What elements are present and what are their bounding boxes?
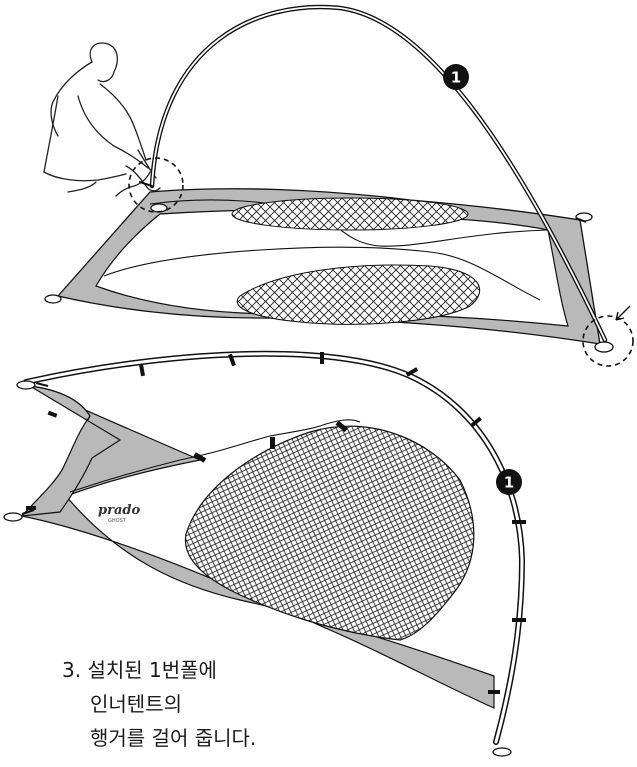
person-figure [44, 43, 160, 196]
tent-floor [45, 189, 613, 352]
brand-logo: prado [98, 503, 140, 518]
step-number: 3. [62, 658, 81, 682]
mesh-panel [185, 426, 473, 640]
svg-text:1: 1 [504, 474, 514, 492]
corner-grommet [17, 381, 35, 389]
mat-pattern-upper [232, 198, 468, 230]
corner-grommet [151, 204, 167, 212]
brand-sub-label: GHOST [108, 518, 127, 524]
svg-text:1: 1 [451, 69, 461, 87]
pole-number-badge-bottom: 1 [496, 469, 522, 495]
arrow-icon [616, 306, 630, 320]
caption-text-1: 설치된 1번폴에 [87, 658, 216, 682]
caption-line-1: 3. 설치된 1번폴에 [62, 653, 362, 687]
top-illustration: 1 [44, 7, 633, 366]
instruction-caption: 3. 설치된 1번폴에 인너텐트의 행거를 걸어 줍니다. [62, 653, 362, 755]
corner-grommet [4, 513, 22, 521]
caption-line-3: 행거를 걸어 줍니다. [62, 721, 362, 755]
pole-number-badge-top: 1 [443, 64, 469, 90]
caption-line-2: 인너텐트의 [62, 687, 362, 721]
corner-grommet [493, 748, 511, 756]
corner-grommet [595, 342, 613, 352]
corner-grommet [45, 295, 61, 303]
